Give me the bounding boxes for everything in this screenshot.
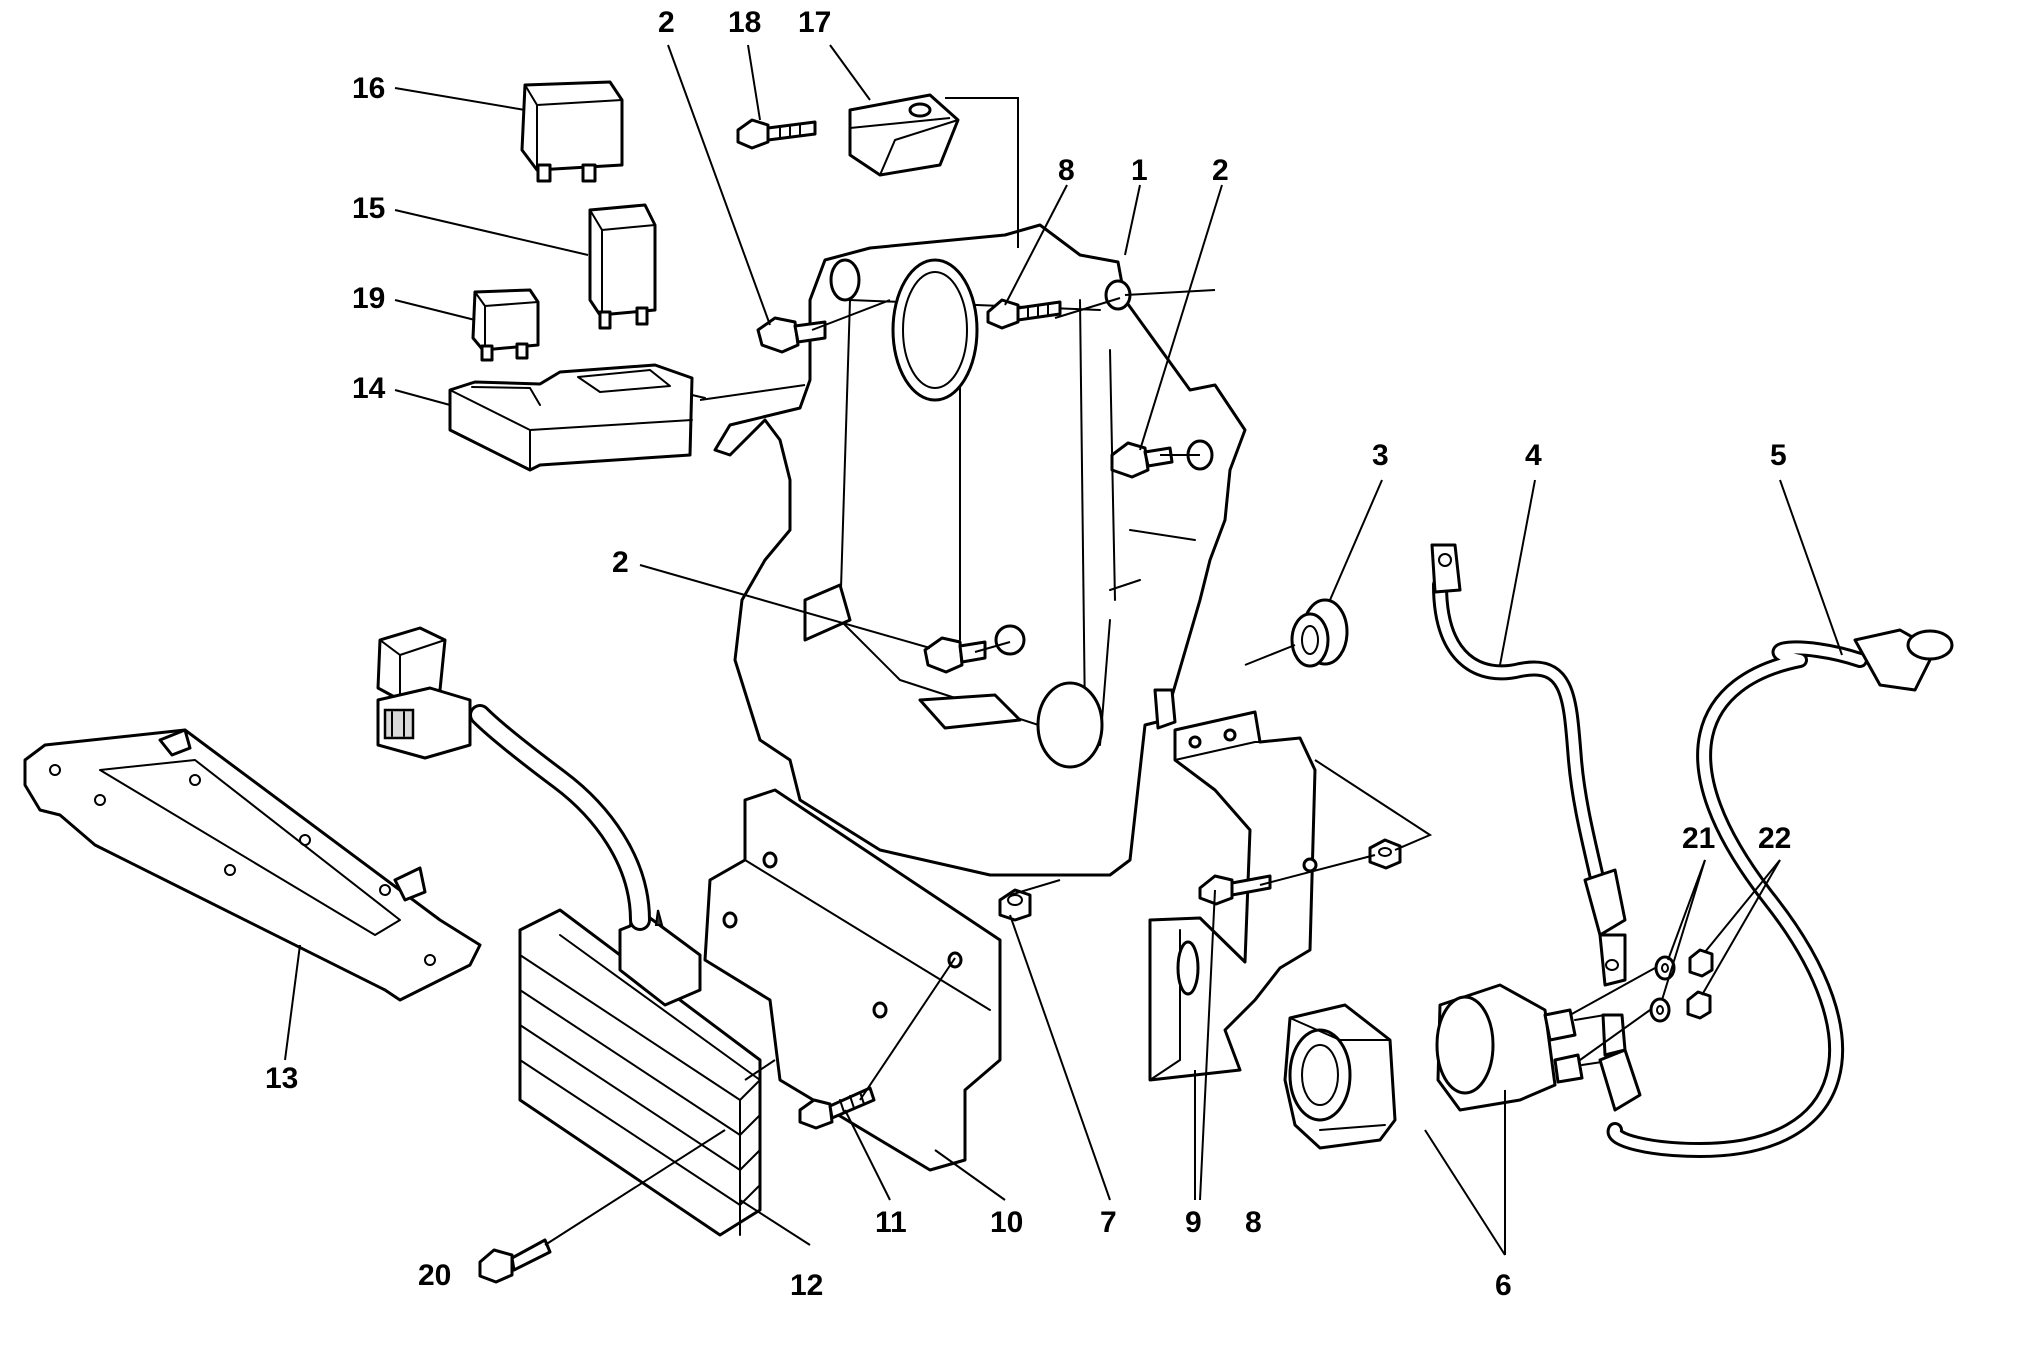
callout-2-top: 2: [658, 6, 675, 39]
main-bracket-1: [713, 223, 1247, 877]
callout-5: 5: [1770, 439, 1787, 472]
bracket-9: [1148, 710, 1318, 1082]
callout-9: 9: [1185, 1206, 1202, 1239]
bracket-17: [848, 93, 960, 177]
callout-19: 19: [352, 282, 385, 315]
callout-6: 6: [1495, 1269, 1512, 1302]
callout-11: 11: [875, 1206, 907, 1239]
callout-1: 1: [1131, 154, 1148, 187]
bolt-2-upper-left: [756, 316, 827, 354]
nuts-22: [1686, 948, 1714, 1020]
relay-16: [520, 80, 624, 183]
bolt-2-upper-right: [1110, 441, 1174, 479]
callout-4: 4: [1525, 439, 1542, 472]
relay-19: [471, 288, 540, 362]
callout-3: 3: [1372, 439, 1389, 472]
bolt-11: [798, 1086, 876, 1130]
nut-right: [1368, 838, 1402, 870]
callout-16: 16: [352, 72, 385, 105]
callout-15: 15: [352, 192, 385, 225]
bolt-20: [478, 1238, 552, 1284]
callout-13: 13: [265, 1062, 298, 1095]
relay-holder-6: [1283, 1003, 1397, 1150]
callout-17: 17: [798, 6, 831, 39]
callout-20: 20: [418, 1259, 451, 1292]
washers-21: [1649, 955, 1676, 1023]
callout-2-right: 2: [1212, 154, 1229, 187]
callout-2-middle: 2: [612, 546, 629, 579]
relay-15: [588, 203, 657, 330]
regulator-cable: [376, 626, 651, 931]
callout-8-top: 8: [1058, 154, 1075, 187]
grommet-3: [1290, 598, 1349, 668]
starter-solenoid-6: [1435, 983, 1616, 1112]
callout-7: 7: [1100, 1206, 1117, 1239]
bolt-8-lower: [1198, 874, 1272, 906]
fuse-box-14: [448, 363, 706, 472]
callout-14: 14: [352, 372, 386, 405]
callout-8-bottom: 8: [1245, 1206, 1262, 1239]
callout-18: 18: [728, 6, 761, 39]
callout-22: 22: [1758, 822, 1791, 855]
callout-21: 21: [1682, 822, 1715, 855]
callout-12: 12: [790, 1269, 823, 1302]
callout-labels: 16 15 19 14 2 18 17 8 1 2 2 3 4 5 21 22 …: [265, 6, 1791, 1302]
bolt-8-upper: [986, 298, 1062, 330]
cable-5: [1598, 628, 1954, 1158]
callout-10: 10: [990, 1206, 1023, 1239]
plate-13: [23, 728, 482, 1002]
bolt-2-middle: [923, 636, 987, 674]
spacer-7: [998, 888, 1032, 922]
leader-lines: [284, 44, 1843, 1256]
cable-4: [1430, 543, 1627, 987]
bolt-18: [736, 118, 817, 150]
